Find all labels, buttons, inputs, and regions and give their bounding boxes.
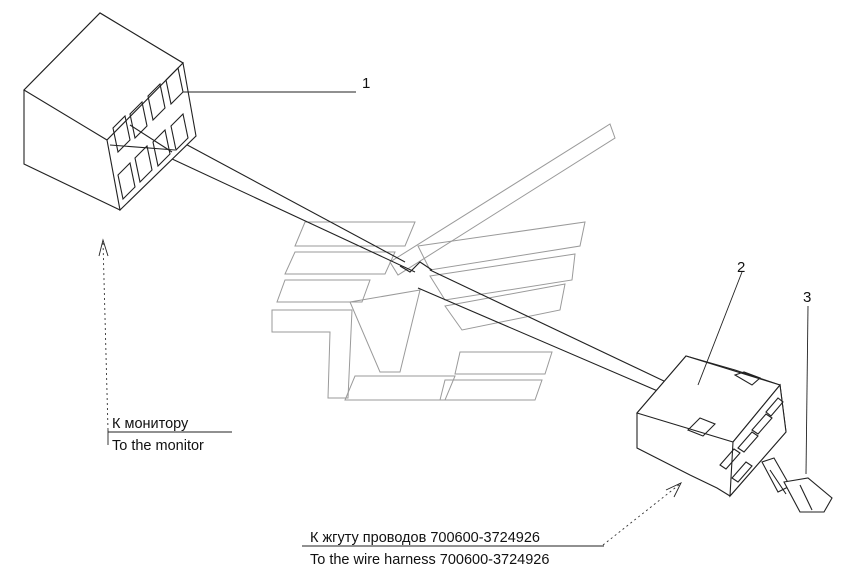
harness-arrow xyxy=(602,482,682,546)
cable xyxy=(169,139,667,393)
label-harness-ru: К жгуту проводов 700600-3724926 xyxy=(310,530,540,546)
connector-2 xyxy=(636,355,787,498)
connector-2-cavities xyxy=(719,397,784,483)
label-monitor-en: To the monitor xyxy=(112,438,204,454)
leader-lines xyxy=(183,91,809,475)
monitor-arrow xyxy=(98,238,109,445)
callout-number-3: 3 xyxy=(803,289,811,306)
callout-number-1: 1 xyxy=(362,75,370,92)
connector-1 xyxy=(23,12,197,212)
label-monitor-ru: К монитору xyxy=(112,416,189,432)
terminal-pin-3 xyxy=(761,457,833,513)
label-underlines xyxy=(108,431,604,547)
watermark-logo xyxy=(271,123,616,401)
callout-number-2: 2 xyxy=(737,259,745,276)
label-harness-en: To the wire harness 700600-3724926 xyxy=(310,552,549,568)
